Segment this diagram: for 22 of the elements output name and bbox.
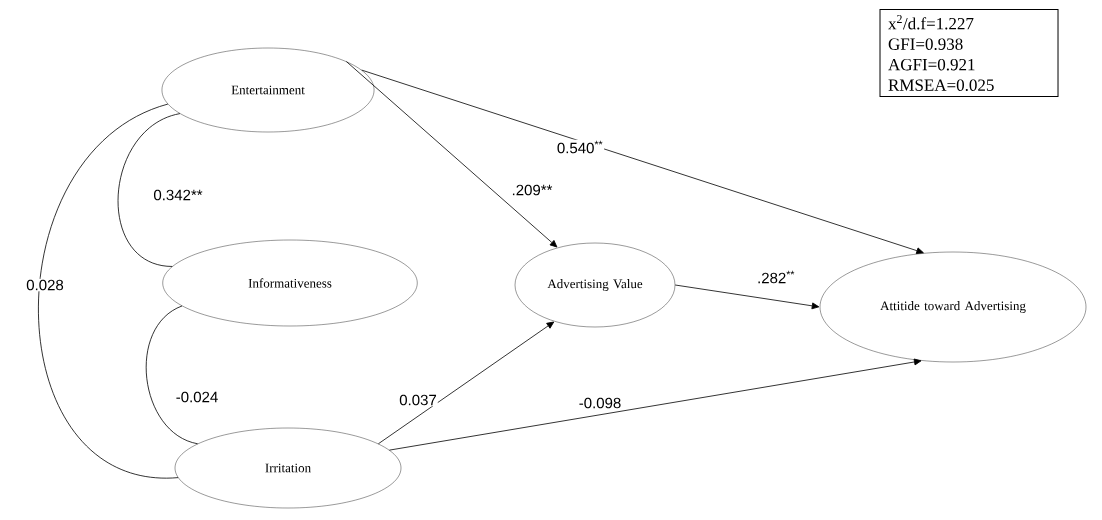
fit-statistics-box: x$^{2}$/d.f=1.227 GFI=0.938 AGFI=0.921 RMSEA=0.025 [879,9,1059,97]
edge-label: .282$^{**}$ [756,269,796,285]
arrow [389,358,922,451]
correlation-curve [145,305,199,445]
ellipse-node: Entertainment [161,47,375,133]
ellipse-node: Irritation [174,427,402,509]
edge-label: -0.098 [577,396,623,410]
edge-label: 0.028 [25,278,65,292]
ellipse-node: Advertising Value [514,242,676,328]
arrow [674,284,820,310]
correlation-curve [117,113,181,267]
arrow [361,69,924,254]
ellipse-node: Attitide toward Advertising [819,251,1087,363]
arrow [345,61,558,248]
edge-label: -0.024 [174,390,220,404]
edge-label: .209** [510,183,554,197]
edge-label: 0.037 [398,393,438,407]
arrow [377,321,555,445]
edge-label: 0.540$^{**}$ [555,139,605,155]
edge-label: 0.342** [152,188,204,202]
ellipse-node: Informativeness [162,239,418,327]
correlation-curve [38,103,179,478]
